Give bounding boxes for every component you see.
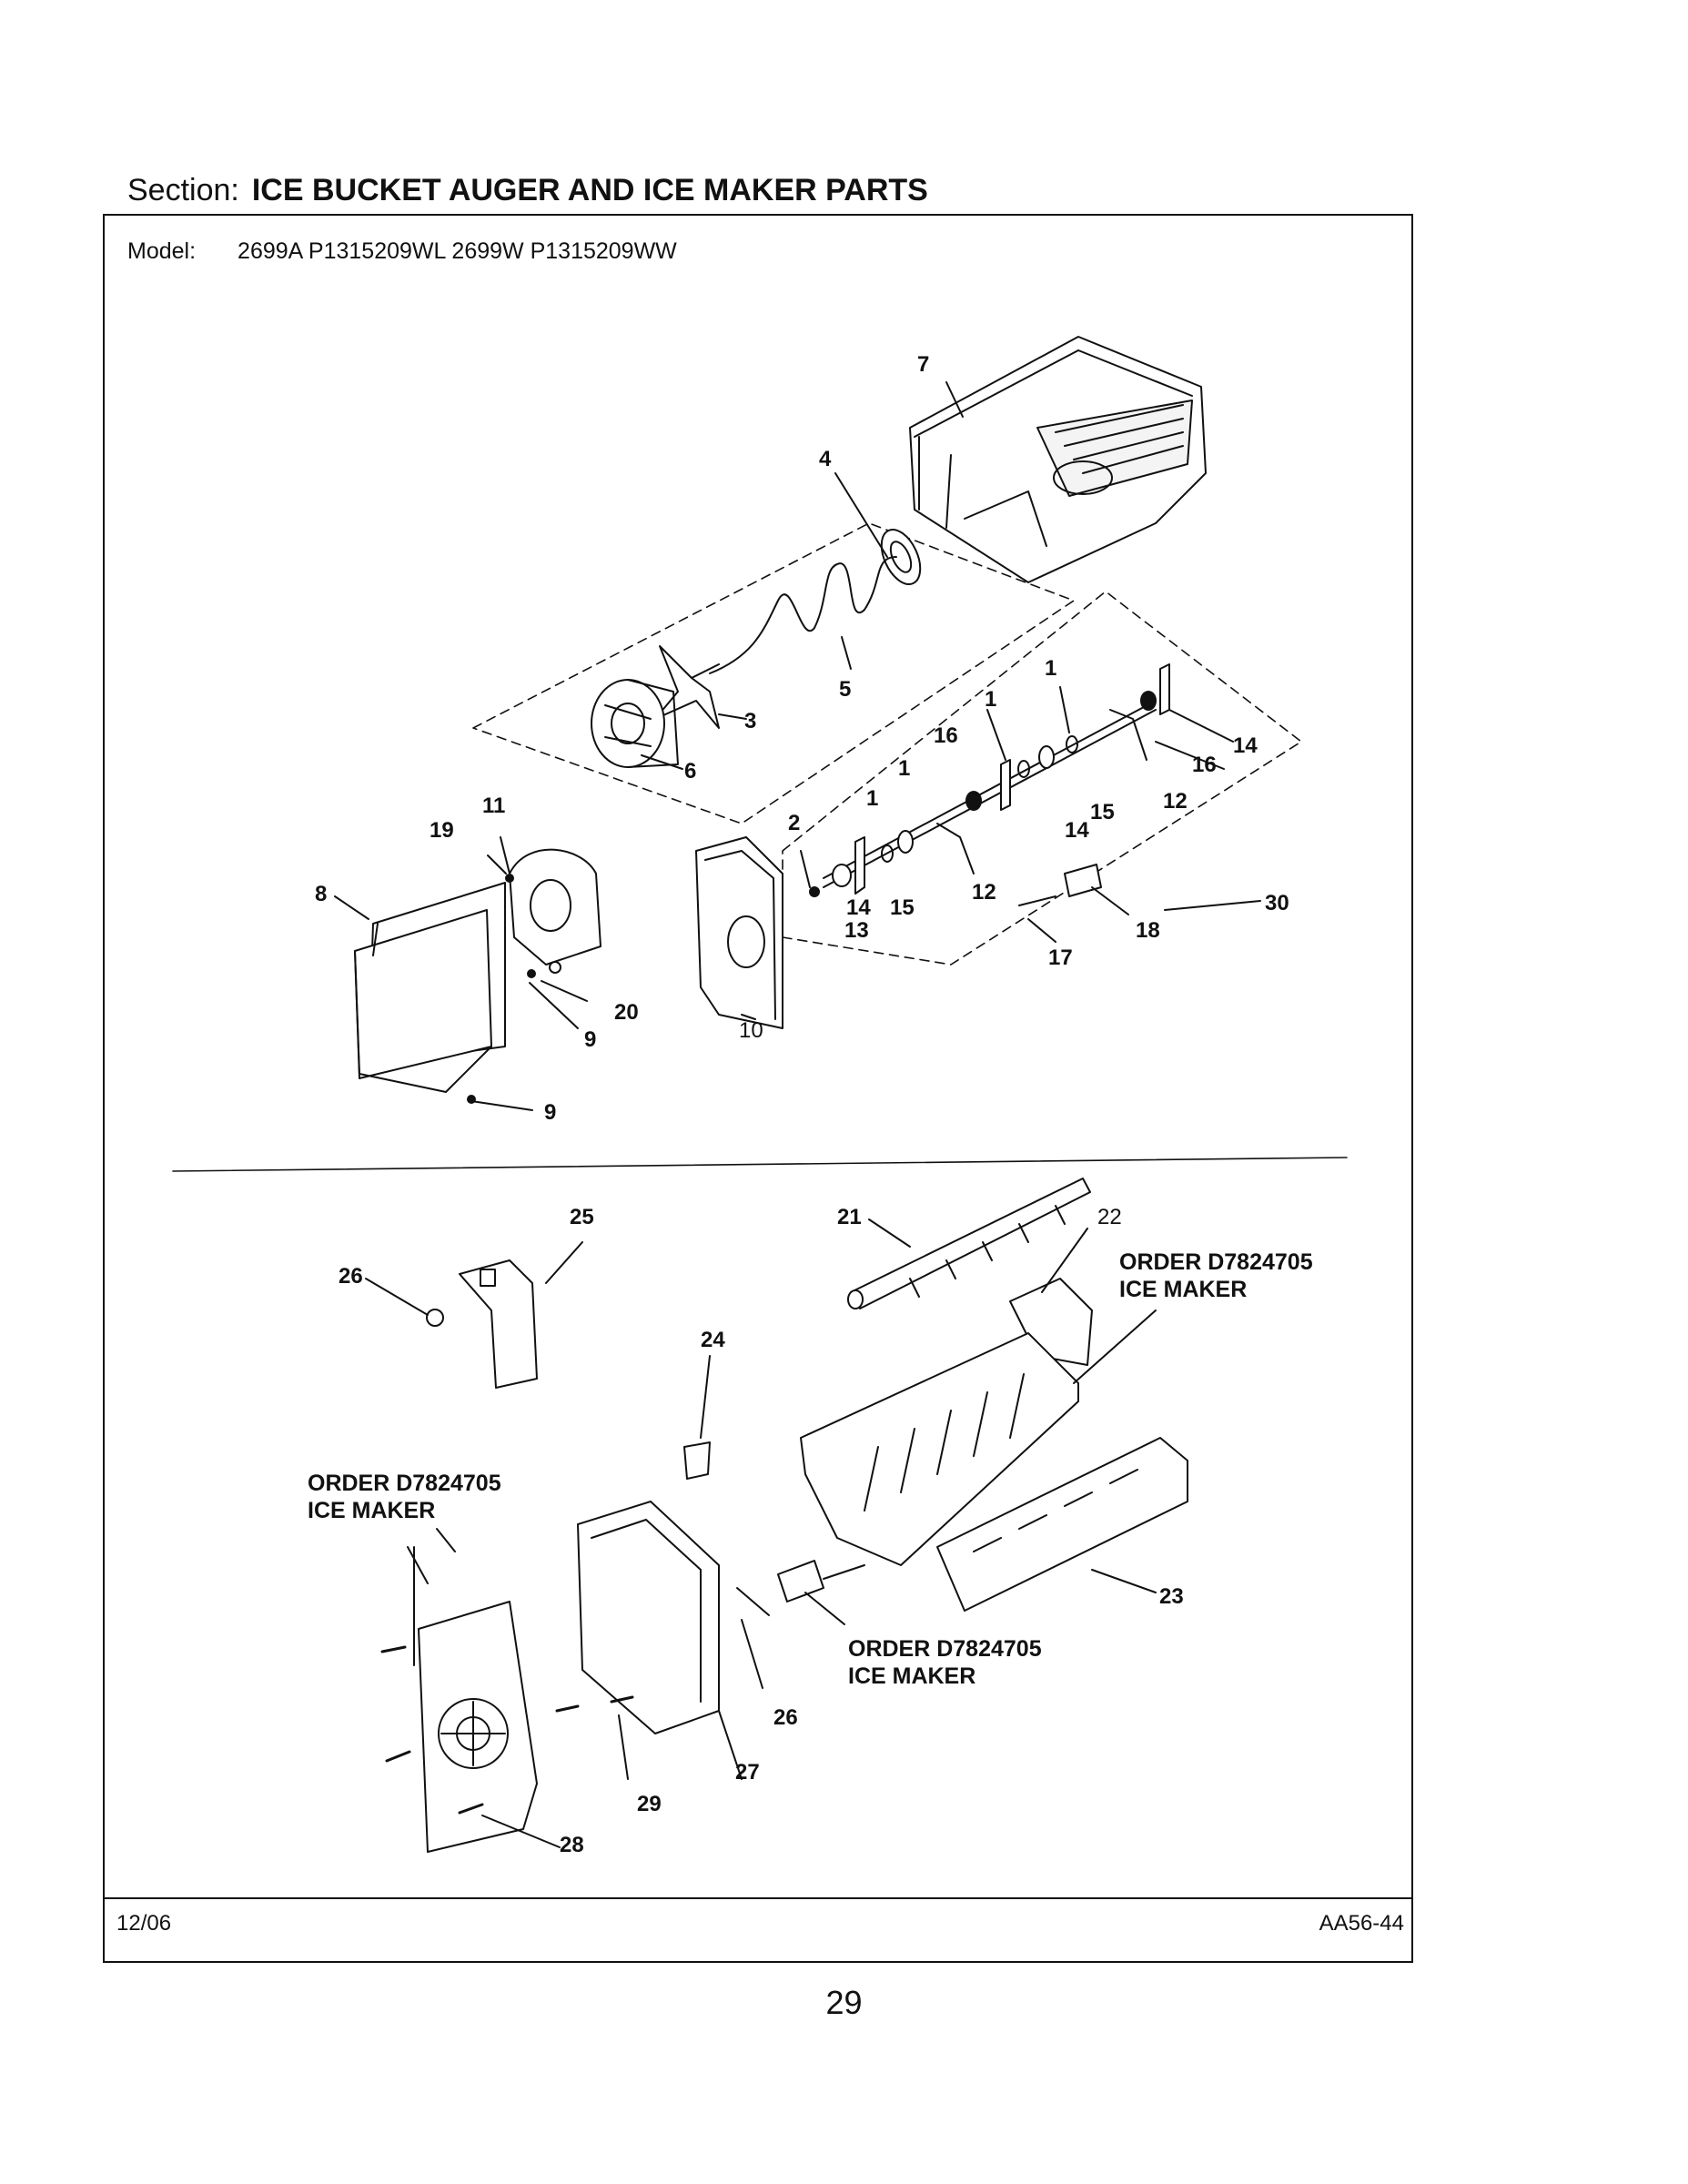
diagram-frame bbox=[103, 214, 1413, 1963]
callout-10: 10 bbox=[739, 1018, 763, 1043]
callout-25: 25 bbox=[570, 1205, 594, 1229]
callout-30: 30 bbox=[1265, 891, 1289, 915]
footer-rule bbox=[103, 1897, 1413, 1899]
callout-22: 22 bbox=[1097, 1205, 1122, 1229]
callout-24: 24 bbox=[701, 1328, 725, 1352]
callout-2: 2 bbox=[788, 811, 800, 835]
callout-13: 13 bbox=[844, 918, 869, 943]
section-title: ICE BUCKET AUGER AND ICE MAKER PARTS bbox=[251, 173, 928, 207]
thermostat-part bbox=[777, 1560, 824, 1603]
callout-20: 20 bbox=[614, 1000, 639, 1025]
ejector-part bbox=[847, 1178, 1091, 1309]
model-label: Model: bbox=[127, 238, 197, 264]
tray-part bbox=[936, 1437, 1188, 1612]
callout-18: 18 bbox=[1136, 918, 1160, 943]
callout-15b: 15 bbox=[890, 895, 915, 920]
callout-4: 4 bbox=[819, 447, 832, 471]
callout-26a: 26 bbox=[339, 1264, 363, 1289]
callout-21: 21 bbox=[837, 1205, 862, 1229]
ice-bucket-part bbox=[909, 336, 1207, 583]
section-label: Section: bbox=[127, 173, 239, 207]
callout-8: 8 bbox=[315, 882, 327, 906]
order-note-bottom-line2: ICE MAKER bbox=[848, 1663, 975, 1689]
screw-part bbox=[426, 1309, 444, 1327]
order-note-top-line2: ICE MAKER bbox=[1119, 1277, 1247, 1302]
callout-1c: 1 bbox=[898, 756, 910, 781]
callout-23: 23 bbox=[1159, 1584, 1184, 1609]
model-line: Model: 2699A P1315209WL 2699W P1315209WW bbox=[127, 238, 677, 265]
callout-12a: 12 bbox=[1163, 789, 1188, 814]
callout-7: 7 bbox=[917, 352, 929, 377]
callout-1d: 1 bbox=[866, 786, 878, 811]
section-divider bbox=[172, 1157, 1348, 1172]
callout-3: 3 bbox=[744, 709, 756, 733]
callout-28: 28 bbox=[560, 1833, 584, 1857]
section-heading: Section: ICE BUCKET AUGER AND ICE MAKER P… bbox=[127, 173, 928, 208]
model-numbers: 2699A P1315209WL 2699W P1315209WW bbox=[238, 238, 677, 264]
callout-26b: 26 bbox=[773, 1705, 798, 1730]
callout-5: 5 bbox=[839, 677, 851, 702]
callout-15a: 15 bbox=[1090, 800, 1115, 824]
callout-14b: 14 bbox=[1065, 818, 1089, 843]
callout-6: 6 bbox=[684, 759, 696, 784]
callout-9a: 9 bbox=[584, 1027, 596, 1052]
gasket-plate-part bbox=[695, 836, 783, 1029]
footer-code: AA56-44 bbox=[1319, 1911, 1404, 1936]
callout-19: 19 bbox=[430, 818, 454, 843]
motor-plate-part bbox=[509, 848, 601, 966]
bearing-part bbox=[880, 529, 922, 585]
callout-labels: 7 4 5 3 6 1 1 1 1 16 16 14 14 14 15 15 1… bbox=[308, 352, 1313, 1857]
order-note-top-line1: ORDER D7824705 bbox=[1119, 1249, 1313, 1275]
order-note-left-line2: ICE MAKER bbox=[308, 1498, 435, 1523]
callout-29: 29 bbox=[637, 1792, 662, 1816]
footer-date: 12/06 bbox=[116, 1911, 172, 1936]
control-housing-part bbox=[577, 1501, 720, 1734]
order-note-bottom-line1: ORDER D7824705 bbox=[848, 1636, 1042, 1662]
front-housing-part bbox=[354, 882, 506, 1093]
page-number: 29 bbox=[825, 1984, 863, 2021]
callout-14a: 14 bbox=[1233, 733, 1258, 758]
callout-17: 17 bbox=[1048, 945, 1073, 970]
cam-shaft-part bbox=[809, 663, 1170, 906]
auger-assembly-outline bbox=[472, 522, 1075, 824]
clip-part bbox=[683, 1441, 711, 1480]
callout-16a: 16 bbox=[934, 723, 958, 748]
callout-11: 11 bbox=[482, 794, 505, 818]
auger-wheel-part bbox=[591, 679, 679, 768]
callout-27: 27 bbox=[735, 1760, 760, 1785]
callout-1b: 1 bbox=[985, 687, 996, 712]
callout-9b: 9 bbox=[544, 1100, 556, 1125]
callout-16b: 16 bbox=[1192, 753, 1217, 777]
callout-12b: 12 bbox=[972, 880, 996, 905]
callout-14c: 14 bbox=[846, 895, 871, 920]
callout-1a: 1 bbox=[1045, 656, 1056, 681]
motor-module-part bbox=[418, 1601, 538, 1853]
order-note-left-line1: ORDER D7824705 bbox=[308, 1471, 501, 1496]
propeller-part bbox=[654, 645, 720, 729]
bracket-part bbox=[459, 1259, 538, 1389]
auger-coil-part bbox=[709, 556, 897, 674]
ice-mold-part bbox=[800, 1332, 1079, 1566]
